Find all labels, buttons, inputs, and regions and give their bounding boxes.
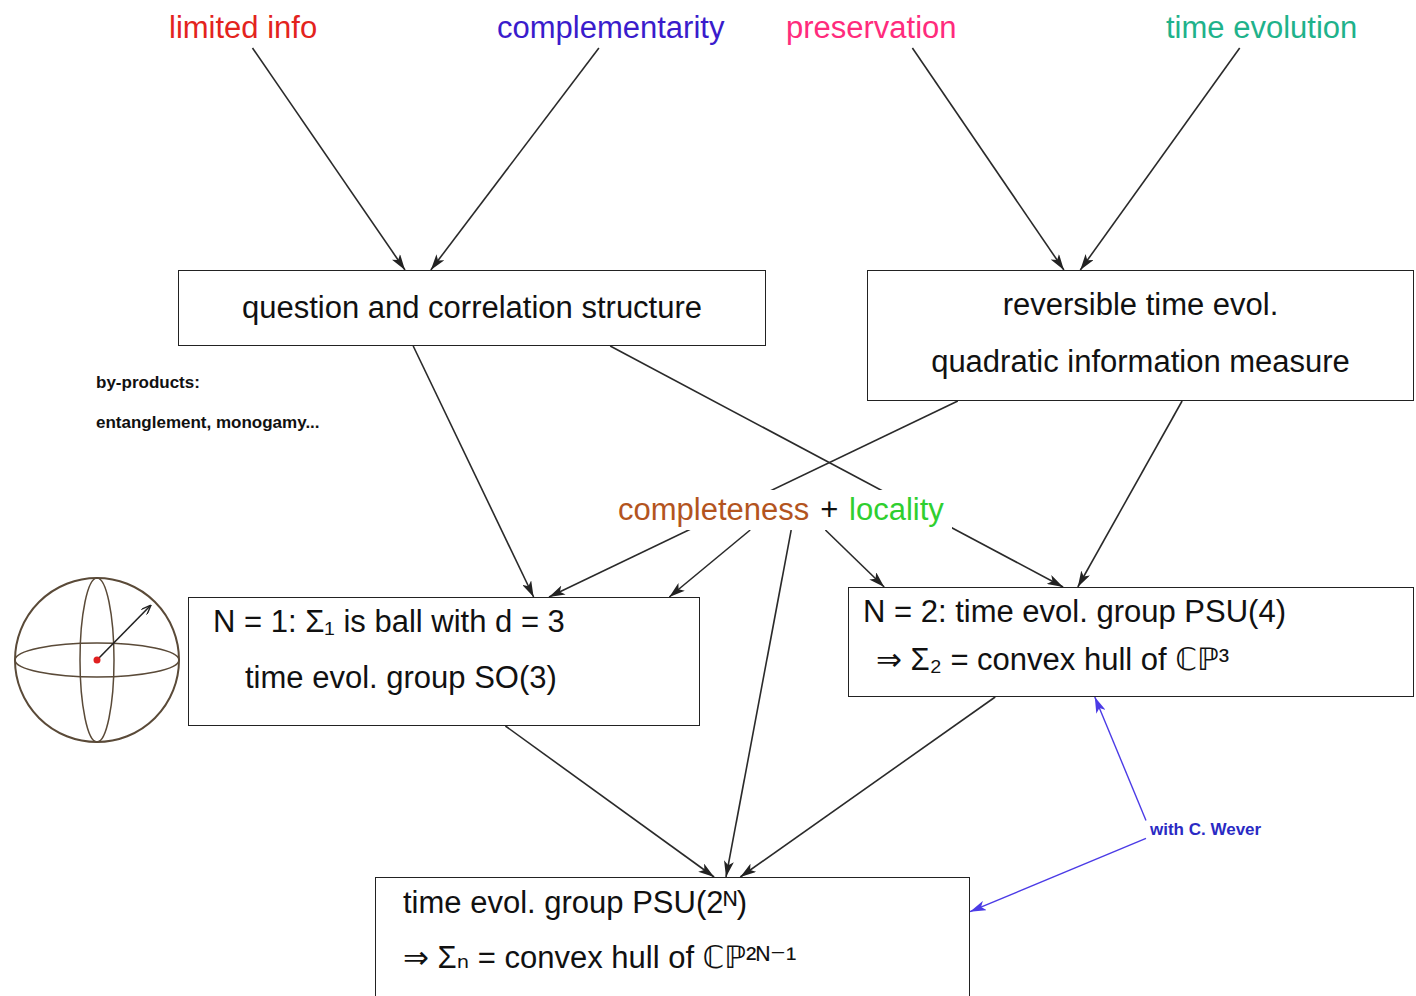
arrow-connector [505,726,714,877]
box-text: N = 1: Σ₁ is ball with d = 3 [213,604,565,640]
result-box: N = 1: Σ₁ is ball with d = 3 time evol. g… [188,597,700,726]
sphere-meridian [80,578,114,742]
node-text: with C. Wever [1150,820,1261,839]
principle-label: completeness + locality [610,490,952,530]
premise-label: complementarity [493,8,728,48]
node-text: preservation [786,10,957,45]
box-text: time evol. group PSU(2ᴺ) [403,885,747,921]
state-vector [97,605,151,660]
sphere-center-dot [94,657,101,664]
arrow-connector [431,48,599,270]
process-box: question and correlation structure [178,270,766,346]
arrow-connector [740,697,995,877]
box-text: N = 2: time evol. group PSU(4) [863,594,1286,630]
arrow-connector [970,838,1146,911]
arrow-connector [825,530,884,587]
arrow-connector [1078,401,1182,587]
box-text: reversible time evol. [1003,287,1279,323]
node-text: complementarity [497,10,724,45]
arrow-connector [253,48,406,270]
node-text: locality [849,492,944,527]
node-text: + [820,492,838,527]
arrow-connector [912,48,1064,270]
premise-label: limited info [165,8,321,48]
arrow-connector [726,530,791,877]
sphere-outline [15,578,179,742]
box-text: quadratic information measure [931,344,1350,380]
credit-label: with C. Wever [1146,818,1265,842]
sphere-equator [15,643,179,677]
premise-label: preservation [782,8,961,48]
result-box: N = 2: time evol. group PSU(4) ⇒ Σ₂ = con… [848,587,1414,697]
sphere-figure [15,578,179,742]
process-box: reversible time evol. quadratic informati… [867,270,1414,401]
box-text: question and correlation structure [242,290,702,326]
note-label: by-products: [96,373,200,393]
arrow-connector [1095,697,1146,820]
result-box: time evol. group PSU(2ᴺ) ⇒ Σₙ = convex hu… [375,877,970,996]
node-text: time evolution [1166,10,1357,45]
node-text: limited info [169,10,317,45]
arrow-connector [1080,48,1239,270]
arrow-connector [669,530,750,597]
premise-label: time evolution [1162,8,1361,48]
box-text: ⇒ Σ₂ = convex hull of ℂℙ³ [876,642,1229,678]
box-text: time evol. group SO(3) [245,660,557,696]
node-text: completeness [618,492,809,527]
note-label: entanglement, monogamy... [96,413,320,433]
box-text: ⇒ Σₙ = convex hull of ℂℙ²ᴺ⁻¹ [403,940,796,976]
arrow-connector [413,346,533,597]
arrow-connector [549,401,958,597]
